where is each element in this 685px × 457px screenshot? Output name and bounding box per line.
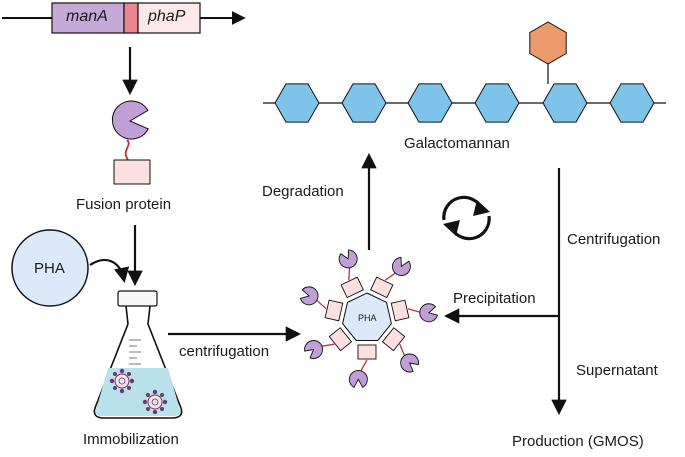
flask-immobilized-particle-2 (142, 389, 168, 415)
anchor-box-6 (324, 299, 344, 322)
anchor-box (113, 159, 151, 185)
arrow-pha-to-flask (89, 258, 130, 284)
tether-line (124, 139, 130, 161)
anchor-box-7 (340, 276, 364, 299)
supernatant-label: Supernatant (576, 362, 658, 379)
centrifugation-upper-label: Centrifugation (567, 231, 661, 248)
anchor-box-5 (328, 327, 353, 352)
phaP-gene-box (137, 2, 201, 34)
pha-core-heptagon (342, 292, 392, 341)
linker-box (123, 2, 139, 34)
tether-5 (320, 343, 335, 348)
pacman-enzyme-icon (348, 370, 368, 388)
centrifugation-lower-label: centrifugation (179, 343, 270, 360)
anchor-box-4 (357, 344, 377, 360)
tether-4 (359, 359, 368, 372)
gene-construct (2, 2, 246, 34)
production-label: Production (GMOS) (512, 433, 644, 450)
tether-7 (348, 266, 351, 281)
galactose-hexagon (529, 21, 567, 65)
flask-graduations (129, 339, 141, 365)
degradation-label: Degradation (262, 183, 344, 200)
pha-core-label: PHA (358, 313, 377, 323)
tether-1 (384, 271, 397, 281)
pacman-enzyme-icon (391, 257, 411, 276)
pacman-enzyme-icon (419, 303, 438, 323)
gene-phaP-label: phaP (148, 8, 186, 25)
anchor-box-2 (390, 299, 410, 322)
galactomannan-chain (263, 21, 666, 123)
tether-2 (407, 308, 421, 314)
immobilized-complex (299, 249, 438, 388)
immobilization-label: Immobilization (83, 431, 179, 448)
mannose-hexagon-2 (341, 83, 387, 123)
tether-6 (315, 299, 327, 310)
precipitation-label: Precipitation (453, 290, 536, 307)
pacman-enzyme-icon (111, 100, 149, 140)
erlenmeyer-flask-icon (93, 290, 183, 419)
galactomannan-label: Galactomannan (404, 135, 510, 152)
mannose-hexagon-1 (274, 83, 320, 123)
mannose-hexagon-3 (407, 83, 453, 123)
pacman-enzyme-icon (304, 340, 323, 359)
flask-stopper (117, 290, 158, 307)
pacman-enzyme-icon (400, 353, 420, 373)
flask-liquid (95, 368, 181, 416)
gene-manA-label: manA (66, 8, 108, 25)
pacman-enzyme-icon (338, 249, 358, 269)
recycle-arrows-icon (442, 195, 491, 241)
anchor-box-1 (370, 276, 394, 299)
flask-immobilized-particle-1 (109, 368, 135, 394)
pha-label: PHA (34, 260, 65, 277)
mannose-hexagon-5 (542, 83, 588, 123)
fusion-protein-icon (111, 100, 151, 185)
pha-granule-circle (11, 229, 89, 307)
anchor-box-3 (381, 327, 406, 352)
fusion-protein-label: Fusion protein (76, 196, 172, 213)
tether-3 (399, 343, 406, 357)
mannose-hexagon-6 (609, 83, 655, 123)
pacman-enzyme-icon (299, 286, 319, 306)
mannose-hexagon-4 (474, 83, 520, 123)
